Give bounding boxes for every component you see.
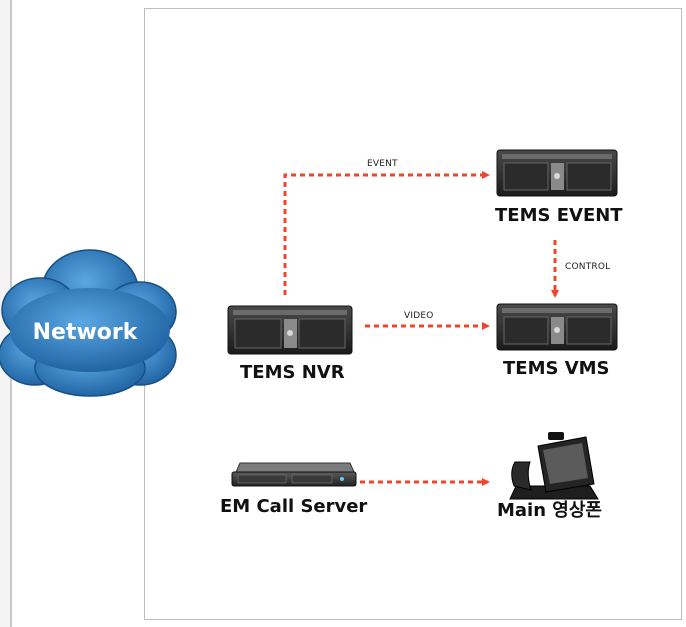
tems-vms-server-icon [496, 303, 618, 351]
video-phone-icon [509, 432, 599, 500]
tems-nvr-server-icon [227, 305, 353, 355]
network-label: Network [32, 320, 138, 345]
control-edge-label: CONTROL [565, 262, 611, 272]
video-edge-label: VIDEO [404, 311, 434, 321]
main-phone-label: Main 영상폰 [497, 500, 602, 521]
event-arrow [283, 171, 490, 295]
em-call-server-label: EM Call Server [220, 496, 368, 517]
event-edge-label: EVENT [367, 159, 398, 169]
tems-event-label: TEMS EVENT [495, 205, 623, 226]
network-cloud-icon [0, 249, 177, 397]
tems-event-server-icon [496, 149, 618, 197]
tems-vms-label: TEMS VMS [503, 358, 610, 379]
tems-nvr-label: TEMS NVR [240, 362, 345, 383]
em-call-server-rack-icon [231, 462, 357, 487]
